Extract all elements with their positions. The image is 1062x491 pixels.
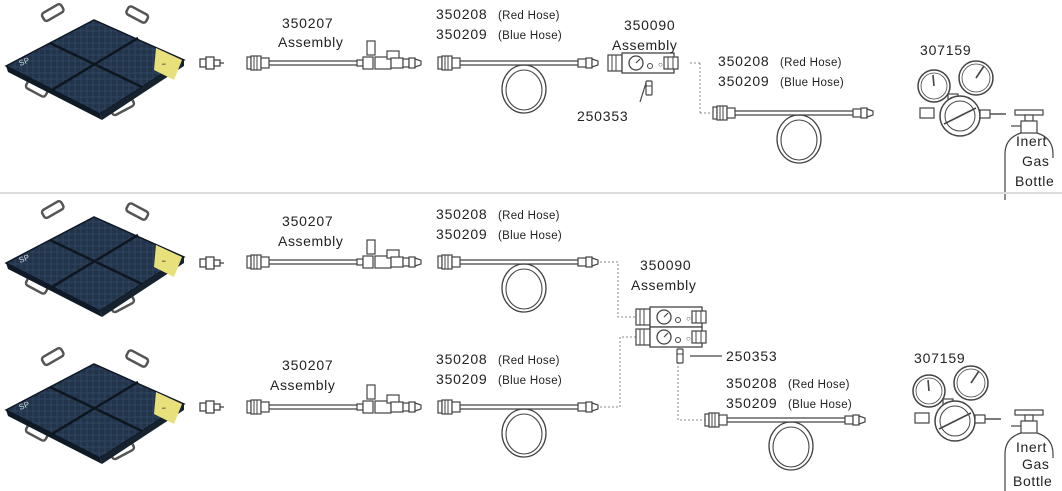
coupler-icon [199, 56, 225, 70]
hose-red-part: 350208 [436, 6, 488, 22]
bottle-label-line-3: Bottle [1013, 473, 1052, 489]
bottom-panel: 350207 Assembly 350208 (Red Hose) 350209… [4, 198, 1054, 491]
controller-name: Assembly [631, 277, 696, 293]
air-bag-icon [4, 198, 186, 319]
hose-blue-part: 350209 [436, 226, 488, 242]
valve-250353-icon [676, 348, 684, 364]
regulator-part-number: 307159 [914, 350, 966, 366]
hose-blue-note: (Blue Hose) [780, 77, 844, 89]
valve-part-number: 250353 [577, 108, 629, 124]
hose-blue-part: 350209 [718, 73, 770, 89]
hose-icon [705, 413, 865, 470]
valve-part-number: 250353 [726, 348, 778, 364]
controller-350090-icon [635, 326, 707, 348]
hose-red-note: (Red Hose) [498, 210, 560, 222]
assembly-name: Assembly [278, 34, 343, 50]
hose-icon [438, 255, 598, 312]
hose-red-part: 350208 [436, 206, 488, 222]
hose-blue-part: 350209 [726, 395, 778, 411]
controller-part-number: 350090 [624, 17, 676, 33]
hose-red-part: 350208 [726, 375, 778, 391]
controller-350090-icon [607, 52, 679, 74]
hose-blue-note: (Blue Hose) [498, 230, 562, 242]
top-panel: 350207 Assembly 350208 (Red Hose) 350209… [4, 1, 1054, 201]
hose-red-note: (Red Hose) [780, 57, 842, 69]
regulator-icon [917, 60, 1007, 137]
hose-icon [713, 106, 873, 163]
assembly-name: Assembly [278, 233, 343, 249]
hose-red-note: (Red Hose) [498, 10, 560, 22]
air-bag-icon [4, 345, 186, 466]
coupler-icon [199, 400, 225, 414]
hose-red-note: (Red Hose) [498, 355, 560, 367]
air-bag-icon [4, 1, 186, 122]
bottle-label-line-2: Gas [1022, 456, 1049, 472]
hose-icon [438, 400, 598, 457]
bottle-label-line-3: Bottle [1015, 173, 1054, 189]
hose-red-note: (Red Hose) [788, 379, 850, 391]
hose-blue-part: 350209 [436, 26, 488, 42]
controller-350090-icon [635, 306, 707, 328]
hose-blue-note: (Blue Hose) [498, 375, 562, 387]
assembly-part-number: 350207 [282, 213, 334, 229]
hose-red-part: 350208 [436, 351, 488, 367]
coupler-icon [199, 256, 225, 270]
assembly-part-number: 350207 [282, 357, 334, 373]
bottle-label-line-1: Inert [1016, 133, 1047, 149]
regulator-icon [912, 365, 1002, 442]
assembly-part-number: 350207 [282, 15, 334, 31]
hose-blue-part: 350209 [436, 371, 488, 387]
regulator-part-number: 307159 [920, 42, 972, 58]
assembly-name: Assembly [270, 377, 335, 393]
valve-250353-icon [645, 80, 653, 96]
bottle-label-line-2: Gas [1022, 153, 1049, 169]
hose-blue-note: (Blue Hose) [498, 30, 562, 42]
hose-red-part: 350208 [718, 53, 770, 69]
controller-part-number: 350090 [640, 257, 692, 273]
hose-icon [438, 56, 598, 113]
bottle-label-line-1: Inert [1016, 439, 1047, 455]
hose-blue-note: (Blue Hose) [788, 399, 852, 411]
controller-name: Assembly [612, 37, 677, 53]
